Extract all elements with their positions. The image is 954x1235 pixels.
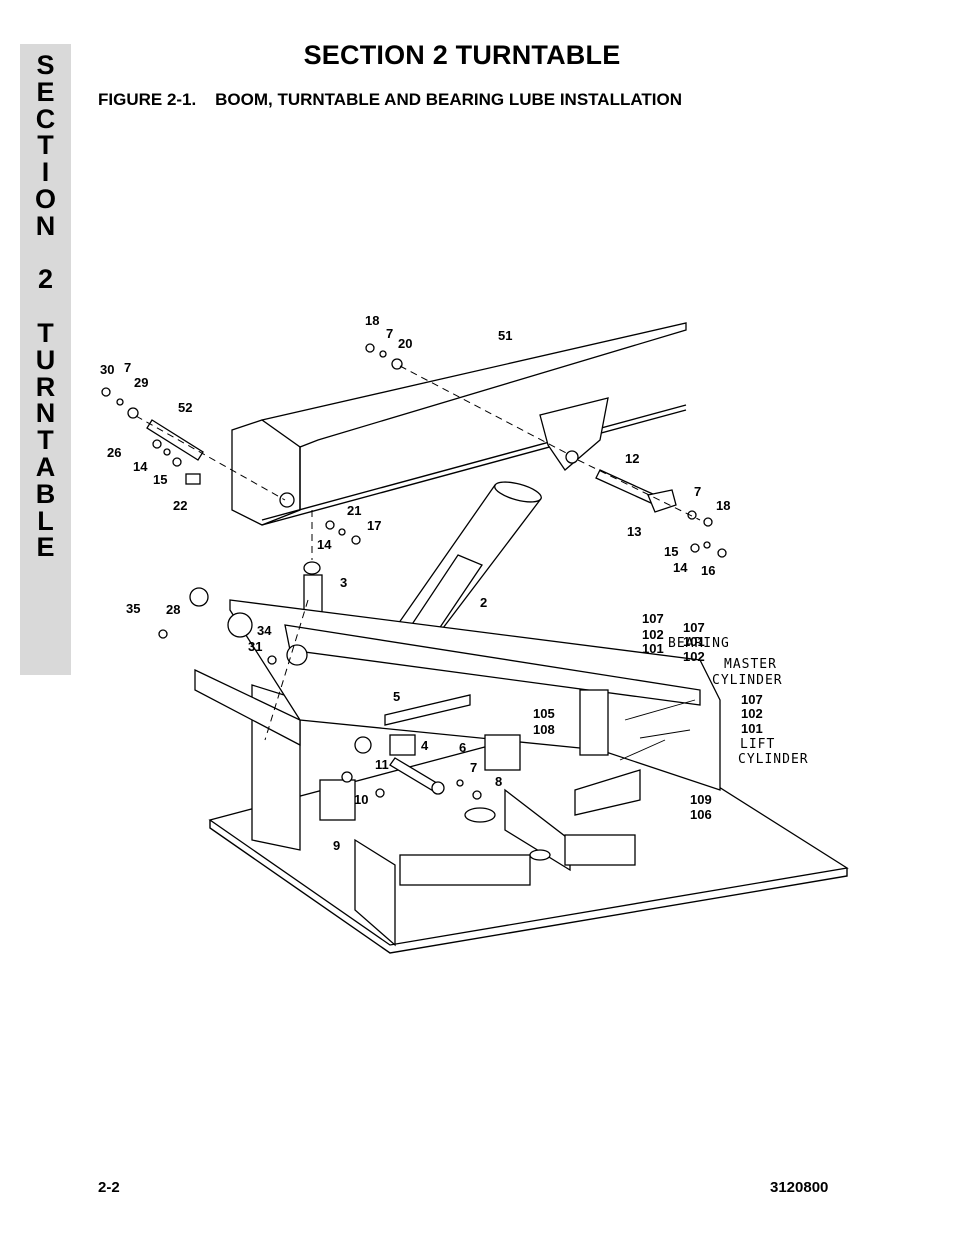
callout-number: 14 xyxy=(133,459,148,474)
document-number: 3120800 xyxy=(770,1179,829,1196)
side-tab-letter: T xyxy=(37,317,54,348)
callout-number: 4 xyxy=(421,738,429,753)
side-tab-letter: T xyxy=(37,130,54,161)
side-tab-letter: R xyxy=(35,371,56,402)
callout-number: 18 xyxy=(716,498,730,513)
side-tab-letter: T xyxy=(37,425,54,456)
side-tab-letter: E xyxy=(36,76,55,107)
callout-number: 16 xyxy=(701,563,715,578)
side-tab-letter: N xyxy=(35,398,56,429)
callout-number: 9 xyxy=(333,838,340,853)
callout-number: 106 xyxy=(690,807,712,822)
callout-number: 14 xyxy=(317,537,332,552)
boom-hardware xyxy=(101,343,727,558)
callout-number: 28 xyxy=(166,602,180,617)
side-tab-letter xyxy=(20,293,71,320)
side-tab-letter: B xyxy=(35,478,56,509)
diagram-text-label: MASTER xyxy=(724,657,777,672)
callout-number: 108 xyxy=(533,722,555,737)
callout-number: 11 xyxy=(375,757,389,772)
callout-number: 105 xyxy=(533,706,555,721)
page-number: 2-2 xyxy=(98,1179,120,1196)
callout-number: 109 xyxy=(690,792,712,807)
callout-number: 29 xyxy=(134,375,148,390)
callout-number: 107 xyxy=(642,611,664,626)
callout-number: 17 xyxy=(367,518,381,533)
callout-number: 15 xyxy=(664,544,678,559)
side-tab-letter: A xyxy=(35,451,56,482)
callout-number: 22 xyxy=(173,498,187,513)
side-tab-letter: 2 xyxy=(37,264,54,295)
callout-number: 101 xyxy=(741,721,763,736)
diagram-text-label: BEARING xyxy=(668,636,730,651)
callout-number: 5 xyxy=(393,689,400,704)
diagram-text-label: CYLINDER xyxy=(712,673,783,688)
side-tab-letter: U xyxy=(35,344,56,375)
callout-number: 30 xyxy=(100,362,114,377)
callout-number: 3 xyxy=(340,575,347,590)
side-tab-letter: I xyxy=(41,157,50,188)
figure-caption: FIGURE 2-1. BOOM, TURNTABLE AND BEARING … xyxy=(98,90,682,109)
callout-number: 8 xyxy=(495,774,502,789)
page-title: SECTION 2 TURNTABLE xyxy=(303,40,621,70)
callout-number: 31 xyxy=(248,639,262,654)
callout-number: 7 xyxy=(124,360,131,375)
callout-number: 18 xyxy=(365,313,379,328)
diagram-text-label: CYLINDER xyxy=(738,752,809,767)
side-tab-letter: S xyxy=(36,50,55,80)
callout-number: 10 xyxy=(354,792,368,807)
callout-number: 107 xyxy=(741,692,763,707)
turntable-frame xyxy=(158,587,849,954)
side-tab-letter: L xyxy=(37,505,54,536)
callout-number: 52 xyxy=(178,400,192,415)
side-tab-letter: C xyxy=(35,103,56,134)
callout-number: 21 xyxy=(347,503,361,518)
callout-number: 14 xyxy=(673,560,688,575)
callout-number: 101 xyxy=(642,641,664,656)
diagram-text-label: LIFT xyxy=(740,737,775,752)
callout-number: 13 xyxy=(627,524,641,539)
side-tab-letter: E xyxy=(36,532,55,563)
callout-number: 6 xyxy=(459,740,466,755)
callout-number: 34 xyxy=(257,623,272,638)
callout-number: 107 xyxy=(683,620,705,635)
callout-number: 51 xyxy=(498,328,512,343)
callout-number: 7 xyxy=(694,484,701,499)
callout-number: 102 xyxy=(741,706,763,721)
callout-number: 26 xyxy=(107,445,121,460)
callout-number: 101 xyxy=(683,634,705,649)
callout-number: 7 xyxy=(386,326,393,341)
callout-number: 102 xyxy=(642,627,664,642)
callout-number: 20 xyxy=(398,336,412,351)
callout-number: 7 xyxy=(470,760,477,775)
callout-number: 15 xyxy=(153,472,167,487)
callout-number: 102 xyxy=(683,649,705,664)
callout-number: 2 xyxy=(480,595,487,610)
callout-number: 12 xyxy=(625,451,639,466)
side-tab-letter: N xyxy=(35,210,56,241)
side-tab-letter: O xyxy=(34,183,56,214)
boom-assembly xyxy=(231,322,687,526)
callout-number: 35 xyxy=(126,601,140,616)
side-tab-letter xyxy=(20,240,71,267)
